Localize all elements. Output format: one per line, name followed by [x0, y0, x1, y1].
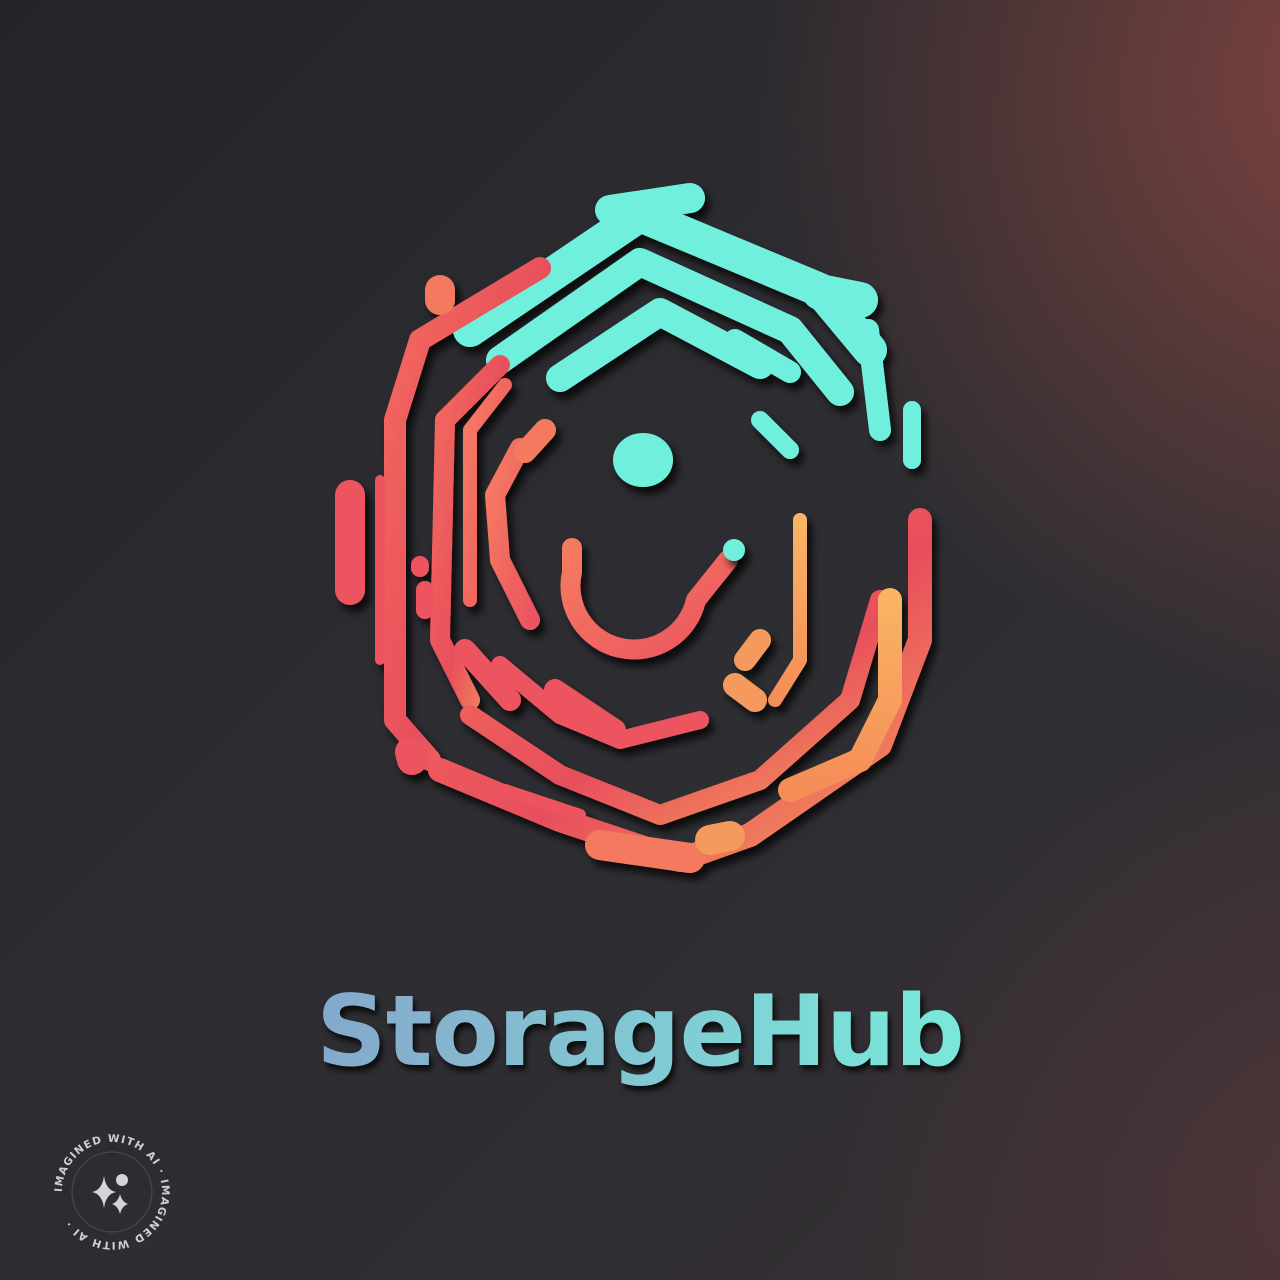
brand-name: StorageHub — [0, 972, 1280, 1092]
sparkle-badge-icon: IMAGINED WITH AI · IMAGINED WITH AI · — [53, 1133, 170, 1251]
